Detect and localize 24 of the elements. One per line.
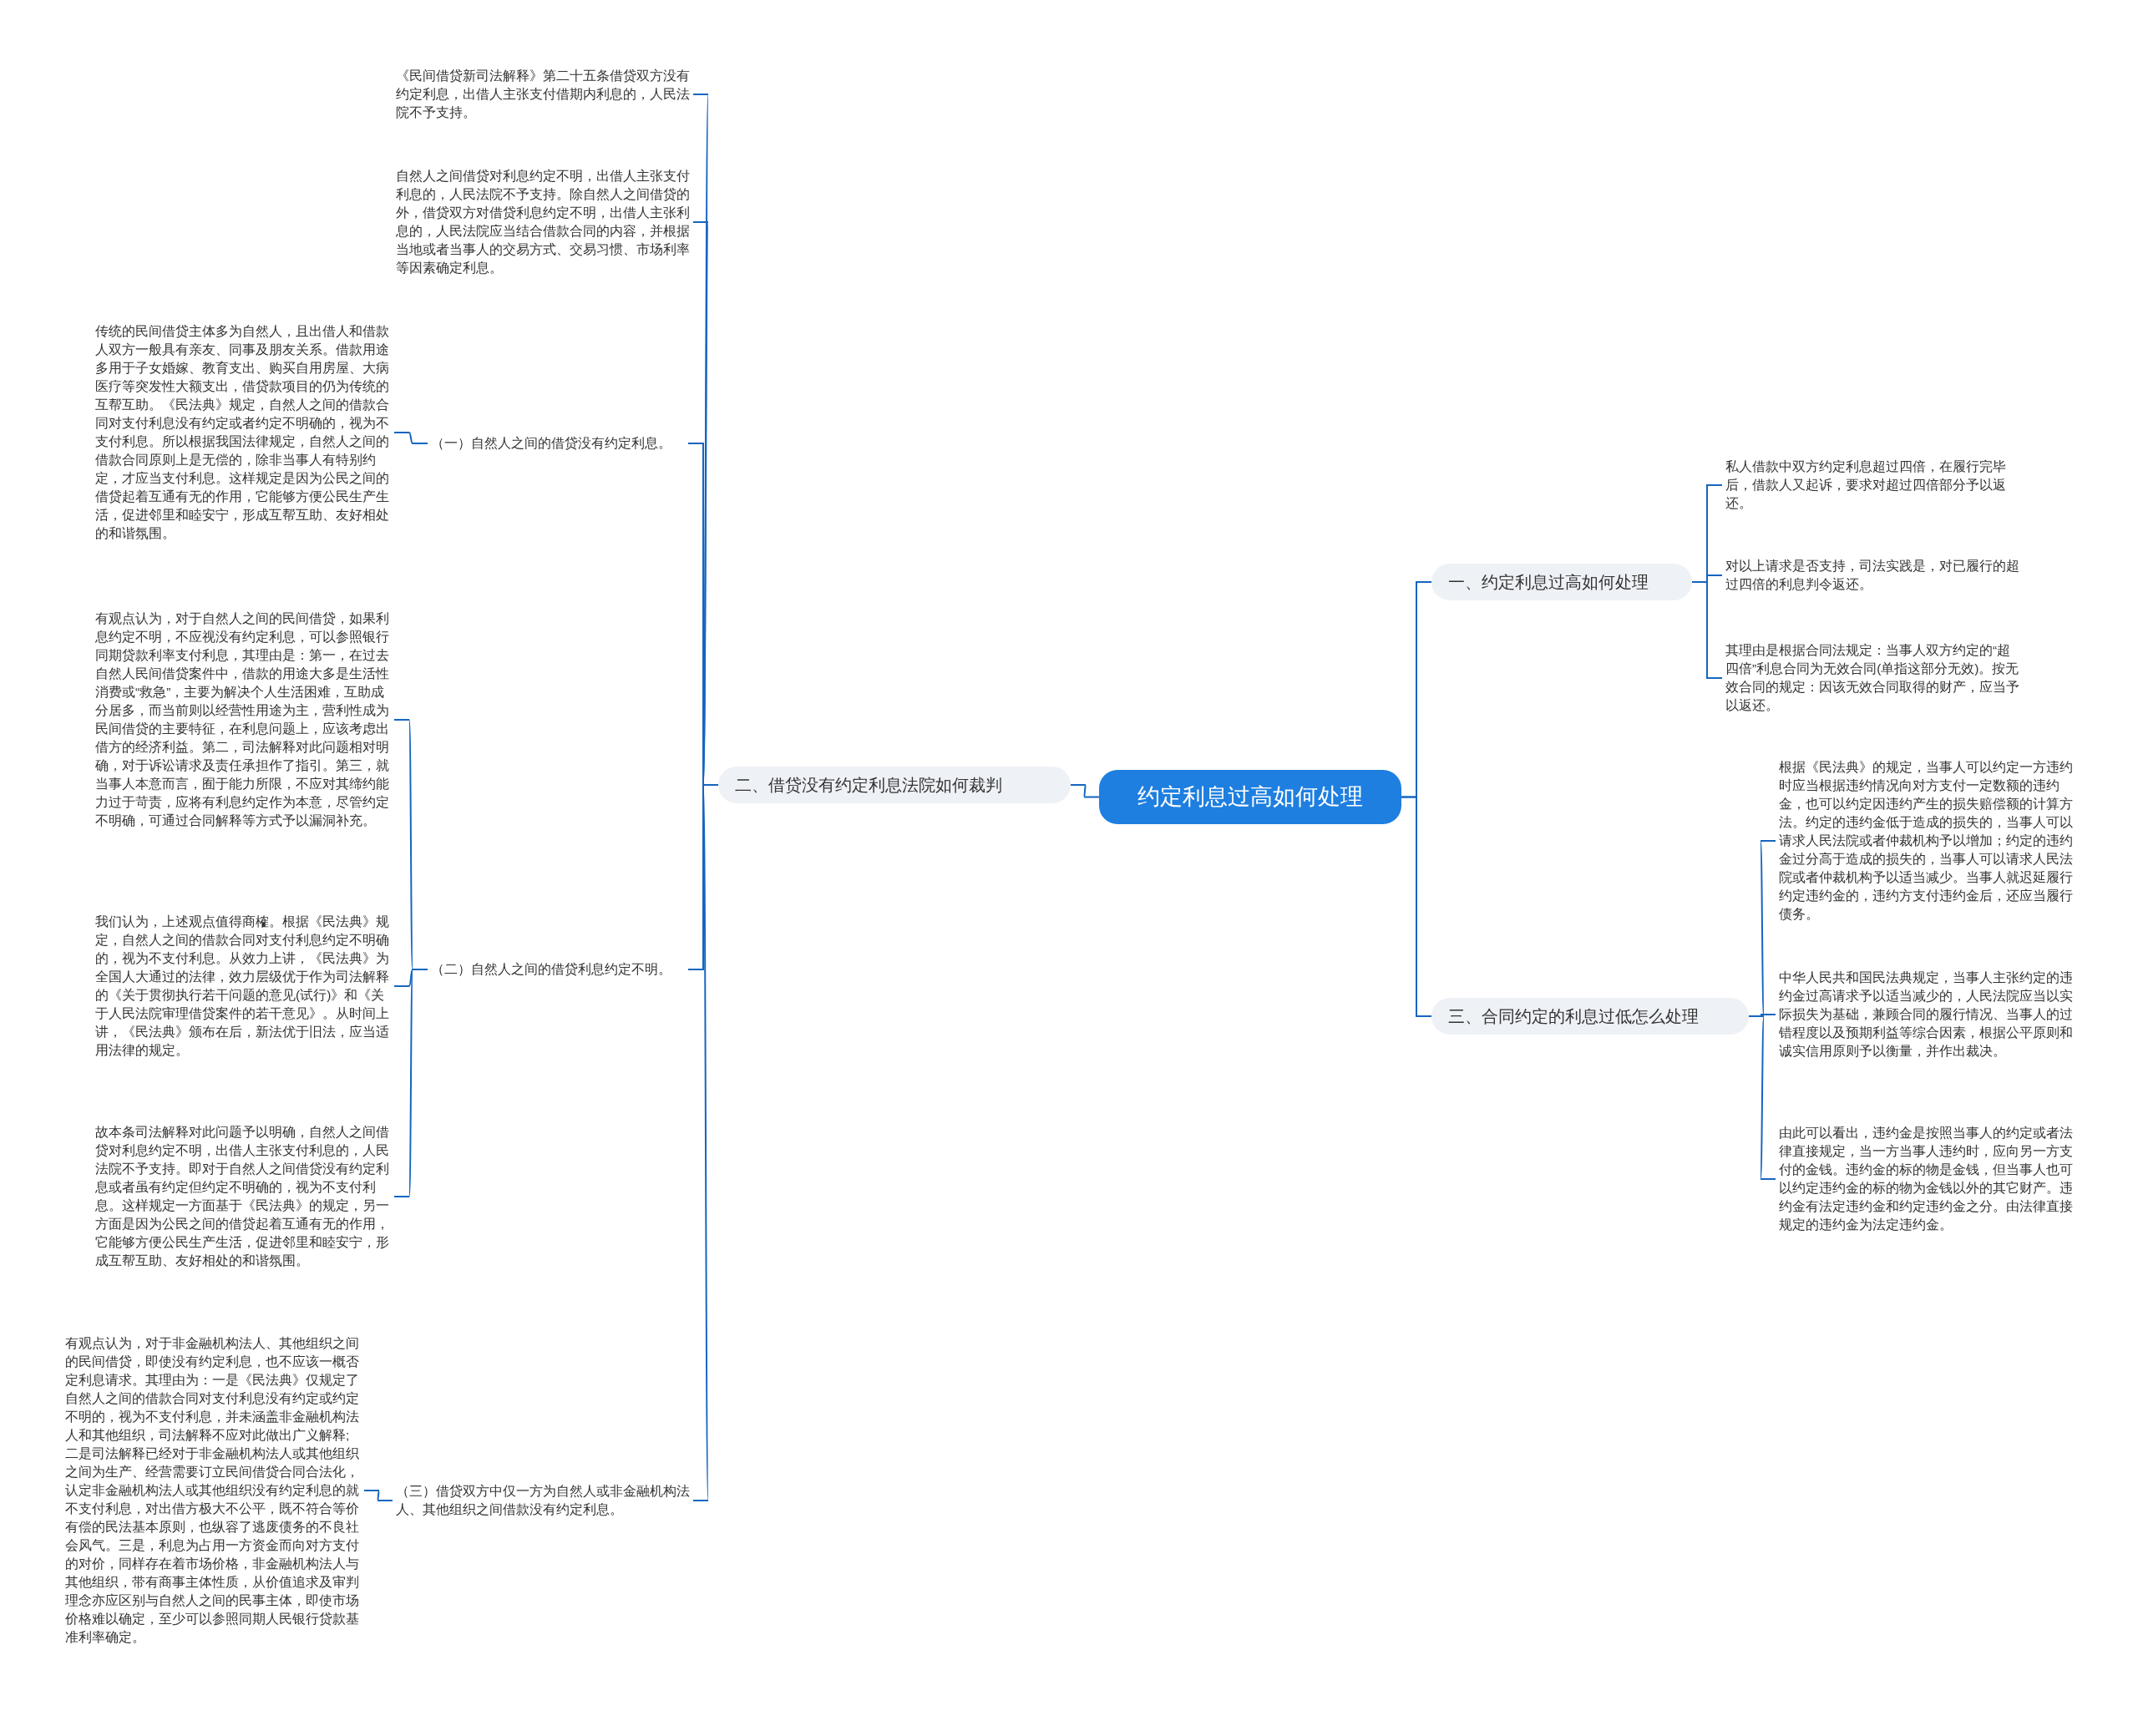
note-text: 中华人民共和国民法典规定，当事人主张约定的违约金过高请求予以适当减少的，人民法院应当以实际损失为基础，兼顾合同的履行情况、当事人的过错程度以及预期利益等综合因素，根据公平原则和诚实信用原则予以衡量，并作出裁决。 — [1776, 969, 2080, 1060]
branch-topic: 二、借贷没有约定利息法院如何裁判 — [718, 767, 1071, 803]
note-text: 有观点认为，对于非金融机构法人、其他组织之间的民间借贷，即使没有约定利息，也不应该一概否定利息请求。其理由为：一是《民法典》仅规定了自然人之间的借款合同对支付利息没有约定或约定不明的，视为不支付利息，并未涵盖非金融机构法人和其他组织，司法解释不应对此做出广义解释;二是司法解释已经对于非金融机构法人或其他组织之间为生产、经营需要订立民间借贷合同合法化，认定非金融机构法人或其他组织没有约定利息的就不支付利息，对出借方极大不公平，既不符合等价有偿的民法基本原则，也纵容了逃废债务的不良社会风气。三是，利息为占用一方资金而向对方支付的对价，同样存在着市场价格，非金融机构法人与其他组织，带有商事主体性质，从价值追求及审判理念亦应区别与自然人之间的民事主体，即使市场价格难以确定，至少可以参照同期人民银行贷款基准利率确定。 — [62, 1334, 364, 1647]
subtopic-text: （一）自然人之间的借贷没有约定利息。 — [428, 434, 688, 453]
branch-topic: 三、合同约定的利息过低怎么处理 — [1431, 998, 1749, 1035]
note-text: 根据《民法典》的规定，当事人可以约定一方违约时应当根据违约情况向对方支付一定数额的违约金，也可以约定因违约产生的损失赔偿额的计算方法。约定的违约金低于造成的损失的，当事人可以请求人民法院或者仲裁机构予以增加；约定的违约金过分高于造成的损失的，当事人可以请求人民法院或者仲裁机构予以适当减少。当事人就迟延履行约定违约金的，违约方支付违约金后，还应当履行债务。 — [1776, 758, 2080, 924]
note-text: 自然人之间借贷对利息约定不明，出借人主张支付利息的，人民法院不予支持。除自然人之间借贷的外，借贷双方对借贷利息约定不明，出借人主张利息的，人民法院应当结合借款合同的内容，并根据当地或者当事人的交易方式、交易习惯、市场利率等因素确定利息。 — [393, 167, 693, 277]
note-text: 我们认为，上述观点值得商榷。根据《民法典》规定，自然人之间的借款合同对支付利息约定不明确的，视为不支付利息。从效力上讲，《民法典》为全国人大通过的法律，效力层级优于作为司法解释的《关于贯彻执行若干问题的意见(试行)》和《关于人民法院审理借贷案件的若干意见》。从时间上讲，《民法典》颁布在后，新法优于旧法，应当适用法律的规定。 — [92, 913, 394, 1060]
note-text: 有观点认为，对于自然人之间的民间借贷，如果利息约定不明，不应视没有约定利息，可以参照银行同期贷款利率支付利息，其理由是：第一，在过去自然人民间借贷案件中，借款的用途大多是生活性消费或“救急”，主要为解决个人生活困难，互助成分居多，而当前则以经营性用途为主，营利性成为民间借贷的主要特征，在利息问题上，应该考虑出借方的经济利益。第二，司法解释对此问题相对明确，对于诉讼请求及责任承担作了指引。第三，就当事人本意而言，囿于能力所限，不应对其缔约能力过于苛责，应将有利息约定作为本意，尽管约定不明确，可通过合同解释等方式予以漏洞补充。 — [92, 610, 394, 830]
note-text: 由此可以看出，违约金是按照当事人的约定或者法律直接规定，当一方当事人违约时，应向另一方支付的金钱。违约金的标的物是金钱，但当事人也可以约定违约金的标的物为金钱以外的其它财产。违约金有法定违约金和约定违约金之分。由法律直接规定的违约金为法定违约金。 — [1776, 1124, 2080, 1234]
subtopic-text: （三）借贷双方中仅一方为自然人或非金融机构法人、其他组织之间借款没有约定利息。 — [393, 1482, 693, 1519]
note-text: 《民间借贷新司法解释》第二十五条借贷双方没有约定利息，出借人主张支付借期内利息的，人民法院不予支持。 — [393, 67, 693, 122]
root-topic: 约定利息过高如何处理 — [1099, 770, 1401, 824]
note-text: 对以上请求是否支持，司法实践是，对已履行的超过四倍的利息判令返还。 — [1722, 557, 2027, 594]
note-text: 私人借款中双方约定利息超过四倍，在履行完毕后，借款人又起诉，要求对超过四倍部分予以返还。 — [1722, 458, 2027, 513]
connector-line — [393, 432, 428, 444]
note-text: 传统的民间借贷主体多为自然人，且出借人和借款人双方一般具有亲友、同事及朋友关系。借款用途多用于子女婚嫁、教育支出、购买自用房屋、大病医疗等突发性大额支出，借贷款项目的仍为传统的互帮互助。《民法典》规定，自然人之间的借款合同对支付利息没有约定或者约定不明确的，视为不支付利息。所以根据我国法律规定，自然人之间的借款合同原则上是无偿的，除非当事人有特别约定，才应当支付利息。这样规定是因为公民之间的借贷起着互通有无的作用，它能够方便公民生产生活，促进邻里和睦安宁，形成互帮互助、友好相处的和谐氛围。 — [92, 322, 394, 543]
branch-topic: 一、约定利息过高如何处理 — [1431, 564, 1692, 600]
subtopic-text: （二）自然人之间的借贷利息约定不明。 — [428, 960, 688, 979]
connector-line — [363, 1490, 393, 1501]
connector-line — [1070, 784, 1100, 798]
note-text: 故本条司法解释对此问题予以明确，自然人之间借贷对利息约定不明，出借人主张支付利息的，人民法院不予支持。即对于自然人之间借贷没有约定利息或者虽有约定但约定不明确的，视为不支付利息。这样规定一方面基于《民法典》的规定，另一方面是因为公民之间的借贷起着互通有无的作用，它能够方便公民生产生活，促进邻里和睦安宁，形成互帮互助、友好相处的和谐氛围。 — [92, 1123, 394, 1270]
note-text: 其理由是根据合同法规定：当事人双方约定的“超四倍”利息合同为无效合同(单指这部分无效)。按无效合同的规定：因该无效合同取得的财产，应当予以返还。 — [1722, 641, 2027, 715]
connector-line — [1401, 796, 1432, 1017]
